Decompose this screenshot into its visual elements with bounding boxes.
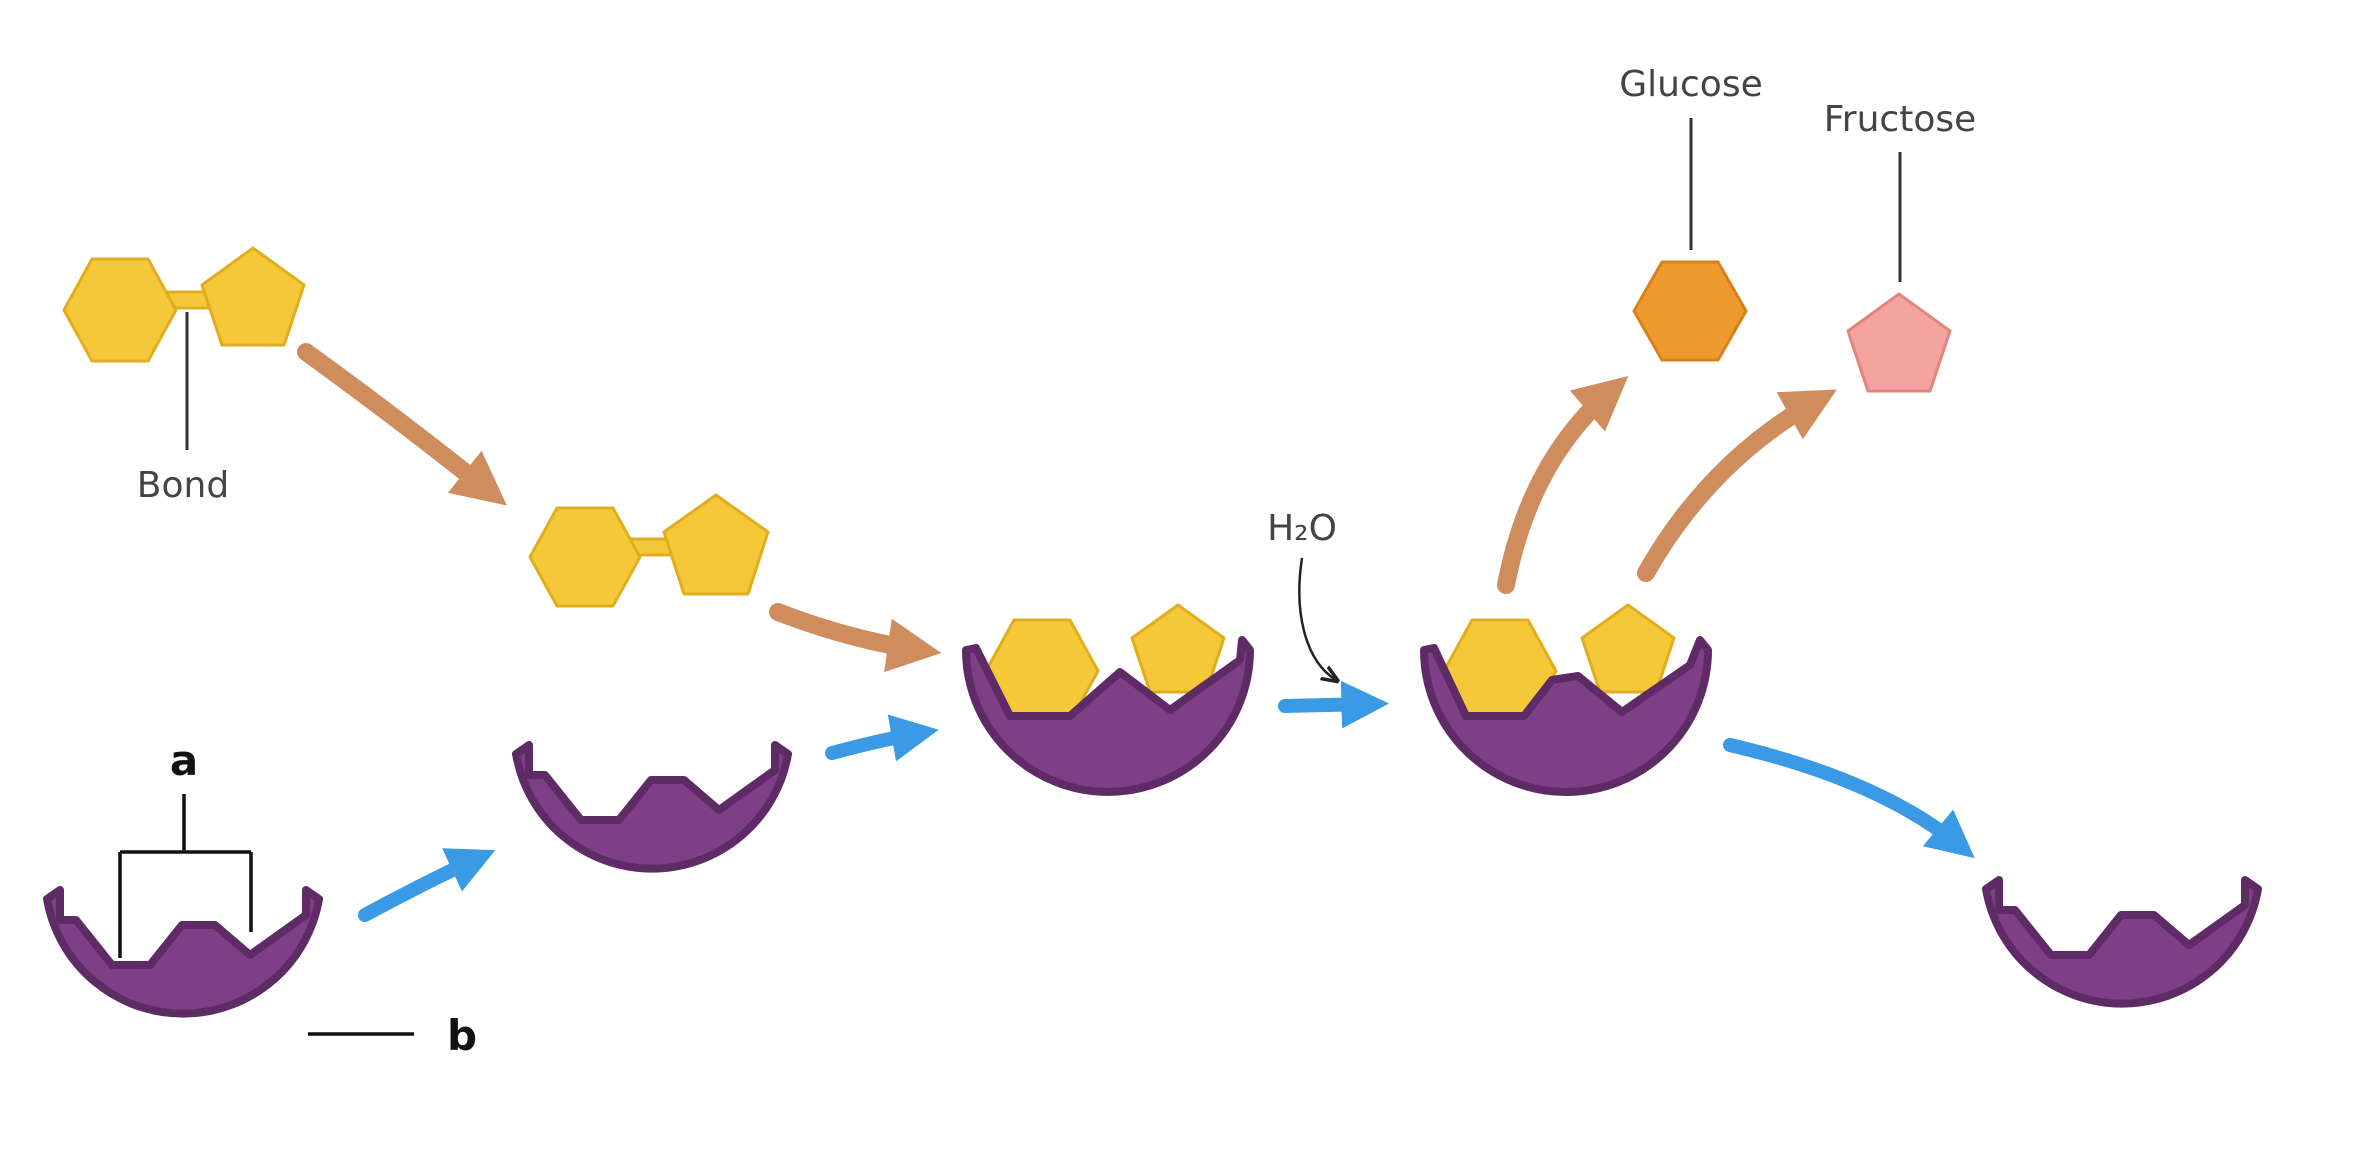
- fructose-release-arrow: [1637, 389, 1837, 582]
- sucrose-molecule-2: [528, 493, 770, 608]
- glucose-hexagon: [1632, 260, 1748, 362]
- glucose-label: Glucose: [1619, 64, 1762, 105]
- enzyme-free-1: [43, 886, 323, 1018]
- enzyme-substrate-complex: [962, 603, 1254, 796]
- sucrose-molecule-1: [62, 246, 306, 363]
- enzyme-products-complex: [1420, 603, 1712, 796]
- substrate-arrow-1: [297, 343, 507, 506]
- water-pointer-arrow: [1298, 557, 1336, 680]
- enzyme-arrow-2: [825, 714, 939, 762]
- substrate-arrow-2: [769, 603, 942, 673]
- enzyme-label: b: [447, 1011, 477, 1060]
- fructose-pentagon: [1846, 292, 1952, 393]
- fructose-label: Fructose: [1824, 99, 1977, 140]
- active-site-label: a: [170, 736, 198, 785]
- active-site-bracket: [118, 794, 253, 958]
- enzyme-arrow-1: [358, 848, 496, 922]
- bond-label: Bond: [137, 465, 229, 506]
- enzyme-arrow-3: [1278, 680, 1390, 729]
- glucose-release-arrow: [1497, 375, 1629, 594]
- enzyme-released: [1982, 876, 2262, 1008]
- water-label: H₂O: [1267, 508, 1337, 549]
- enzyme-free-2: [512, 741, 792, 873]
- enzyme-arrow-4: [1723, 738, 1975, 859]
